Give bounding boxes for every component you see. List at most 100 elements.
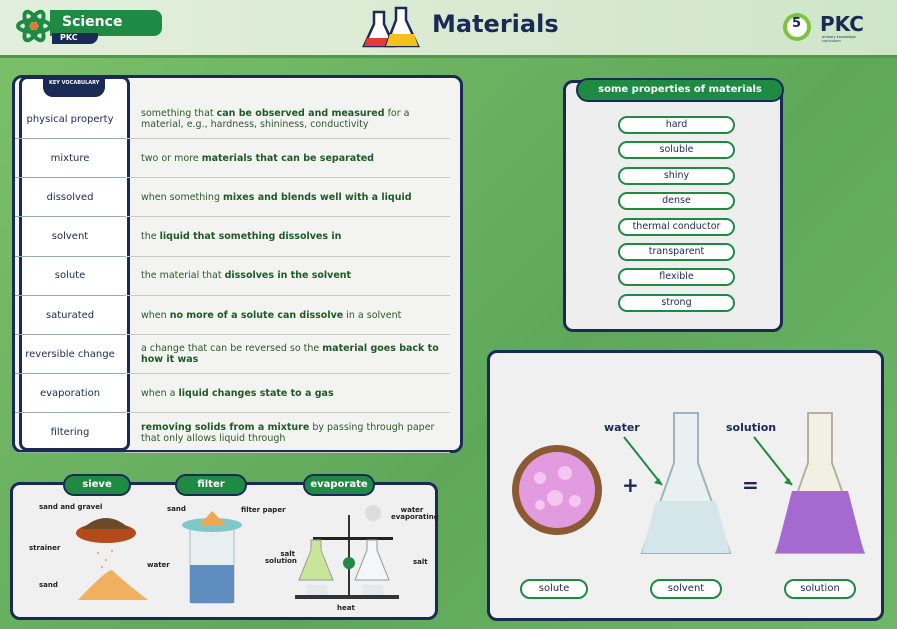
filter-image	[182, 511, 242, 604]
water-label: water	[604, 421, 640, 434]
property-pill: dense	[618, 192, 735, 211]
definition-text: a change that can be reversed so the	[141, 343, 323, 355]
property-pill: hard	[618, 116, 735, 134]
definition-emphasis: removing solids from a mixture	[141, 421, 310, 433]
definition-emphasis: material goes back to how it was	[141, 343, 439, 366]
term: solute	[54, 270, 86, 282]
solute-crystals-image	[512, 445, 602, 535]
term-cell: saturated	[15, 296, 125, 335]
term-cell: evaporation	[15, 374, 125, 414]
water-flask-image	[640, 412, 732, 554]
plus-sign: +	[622, 473, 639, 497]
definition-emphasis: liquid that something dissolves in	[159, 231, 342, 243]
year-number: 5	[792, 16, 802, 31]
definition-emphasis: mixes and blends well with a liquid	[223, 191, 412, 203]
tab-sieve: sieve	[63, 474, 131, 496]
filter-sand-label: sand	[167, 505, 186, 513]
year-badge-icon	[783, 13, 811, 41]
term-cell: dissolved	[15, 178, 125, 218]
vocab-row: dissolved when something mixes and blends…	[15, 178, 460, 218]
solution-label: solution	[726, 421, 777, 434]
term: evaporation	[39, 387, 101, 399]
solute-pill: solute	[520, 579, 588, 599]
property-pill: shiny	[618, 166, 735, 185]
separation-panel: sieve filter evaporate sand and gravel s…	[10, 474, 439, 620]
term: physical property	[26, 113, 114, 125]
definition-text: when a	[141, 387, 179, 399]
definition-text: the	[141, 231, 160, 243]
solvent-pill: solvent	[650, 579, 722, 599]
definition-text: when	[141, 309, 170, 321]
term-cell: physical property	[15, 100, 125, 139]
sieve-top-label: sand and gravel	[39, 503, 103, 511]
definition-text: when something	[141, 191, 223, 203]
property-pill: transparent	[618, 243, 735, 261]
definition: removing solids from a mixture by passin…	[125, 414, 450, 453]
term-cell: mixture	[15, 139, 125, 179]
equals-sign: =	[742, 473, 759, 497]
term: solvent	[51, 231, 89, 243]
flasks-icon	[362, 6, 420, 48]
vocab-row: evaporation when a liquid changes state t…	[15, 374, 460, 414]
term: filtering	[50, 427, 90, 439]
definition-text: something that	[141, 108, 217, 119]
vocab-row: filtering removing solids from a mixture …	[15, 414, 460, 453]
definition-text: two or more	[141, 152, 202, 164]
vocabulary-panel: KEY VOCABULARY physical property somethin…	[12, 75, 463, 453]
brand-name: PKC	[820, 12, 864, 36]
subject-brand: PKC	[52, 33, 98, 44]
water-evaporating-label: water evaporating	[391, 506, 439, 521]
vocab-row: physical property something that can be o…	[15, 100, 460, 139]
term: reversible change	[25, 348, 115, 360]
vocab-row: saturated when no more of a solute can di…	[15, 296, 460, 335]
vocab-row: mixture two or more materials that can be…	[15, 139, 460, 179]
sieve-image	[76, 518, 148, 600]
tab-evaporate: evaporate	[303, 474, 375, 496]
definition: the material that dissolves in the solve…	[125, 257, 450, 296]
definition: when a liquid changes state to a gas	[125, 374, 450, 414]
solution-flask-image	[774, 412, 866, 554]
definition: when no more of a solute can dissolve in…	[125, 296, 450, 335]
term: saturated	[45, 309, 95, 321]
definition-text: for a material, e.g., hardness, shinines…	[141, 108, 410, 130]
salt-solution-label: salt solution	[265, 550, 297, 565]
vocab-row: reversible change a change that can be re…	[15, 335, 460, 375]
page-title: Materials	[432, 10, 559, 38]
subject-label: Science	[50, 10, 162, 36]
solution-panel: + water = solution solute solvent soluti…	[487, 350, 884, 621]
brand-logo: 5 PKC primary knowledge curriculum	[782, 8, 882, 48]
salt-label: salt	[413, 558, 428, 566]
evaporation-apparatus-image	[295, 505, 399, 599]
vocab-badge-label: KEY VOCABULARY	[49, 80, 100, 86]
definition: two or more materials that can be separa…	[125, 139, 450, 179]
definition-emphasis: materials that can be separated	[201, 152, 374, 164]
definition: the liquid that something dissolves in	[125, 218, 450, 257]
property-pill: flexible	[618, 268, 735, 287]
vocab-badge: KEY VOCABULARY	[43, 75, 105, 97]
vocab-row: solute the material that dissolves in the…	[15, 257, 460, 296]
definition-text: by passing through paper that only allow…	[141, 421, 435, 444]
brand-tagline: primary knowledge curriculum	[822, 35, 856, 43]
definition-emphasis: liquid changes state to a gas	[178, 387, 334, 399]
term-cell: solute	[15, 257, 125, 296]
atom-logo-icon	[16, 9, 52, 43]
definition: something that can be observed and measu…	[125, 100, 450, 139]
term: mixture	[50, 152, 90, 164]
definition: when something mixes and blends well wit…	[125, 178, 450, 218]
tab-filter: filter	[175, 474, 247, 496]
definition-emphasis: no more of a solute can dissolve	[169, 309, 344, 321]
sieve-mid-label: strainer	[29, 544, 61, 552]
filter-water-label: water	[147, 561, 170, 569]
definition-text: in a solvent	[343, 309, 402, 321]
definition-emphasis: can be observed and measured	[216, 108, 385, 119]
term-cell: solvent	[15, 218, 125, 257]
property-pill: strong	[618, 293, 735, 312]
term-cell: reversible change	[15, 335, 125, 375]
water-arrow	[623, 436, 663, 486]
term-cell: filtering	[15, 414, 125, 453]
definition-text: the material that	[141, 270, 225, 282]
vocab-row: solvent the liquid that something dissolv…	[15, 218, 460, 257]
header: Science PKC Materials 5 PKC primary know…	[0, 0, 897, 58]
term: dissolved	[46, 191, 94, 203]
